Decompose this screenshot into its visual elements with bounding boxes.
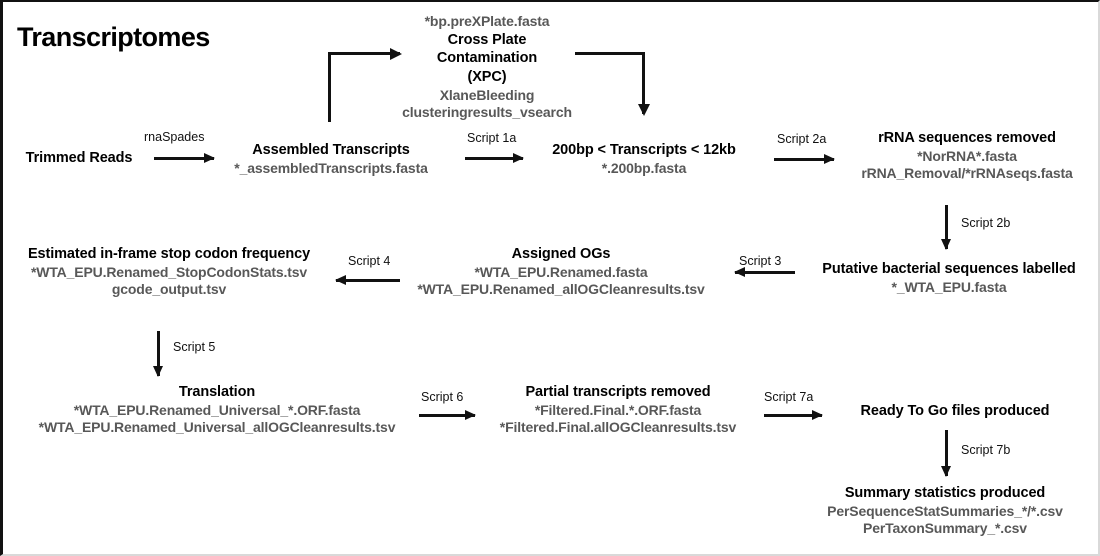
node-assigned-ogs: Assigned OGs *WTA_EPU.Renamed.fasta *WTA… (399, 245, 723, 299)
connector-xpc-to-size-stem (575, 52, 645, 55)
edge-label-script-1a: Script 1a (467, 131, 517, 145)
arrow-rrna-to-bacterial (945, 205, 948, 249)
node-trimmed-reads-title: Trimmed Reads (25, 150, 133, 166)
node-xpc-title-line-3: (XPC) (467, 69, 507, 85)
node-bacterial-labelled: Putative bacterial sequences labelled *_… (803, 260, 1095, 296)
node-translation-file-0: *WTA_EPU.Renamed_Universal_*.ORF.fasta (73, 401, 361, 418)
arrow-stop-codon-to-translation (157, 331, 160, 376)
edge-label-script-2b: Script 2b (961, 216, 1011, 230)
arrow-bacterial-to-assigned-ogs (735, 271, 795, 274)
node-xpc-file-1: clusteringresults_vsearch (402, 104, 572, 121)
node-assigned-ogs-title: Assigned OGs (511, 246, 611, 262)
node-partial-transcripts-removed-title: Partial transcripts removed (525, 384, 711, 400)
node-translation-title: Translation (178, 384, 256, 400)
node-ready-to-go: Ready To Go files produced (829, 402, 1081, 421)
arrow-size-filter-to-rrna (774, 158, 834, 161)
node-assigned-ogs-file-1: *WTA_EPU.Renamed_allOGCleanresults.tsv (417, 281, 705, 298)
connector-assembled-to-xpc-arrow (328, 52, 400, 55)
node-summary-statistics-file-0: PerSequenceStatSummaries_*/*.csv (827, 502, 1063, 519)
node-stop-codon-frequency-file-1: gcode_output.tsv (111, 281, 227, 298)
node-translation-file-1: *WTA_EPU.Renamed_Universal_allOGCleanres… (38, 419, 396, 436)
arrow-assembled-to-size-filter (465, 157, 523, 160)
node-partial-transcripts-removed-file-1: *Filtered.Final.allOGCleanresults.tsv (499, 419, 737, 436)
arrow-trimmed-to-assembled (154, 157, 214, 160)
edge-label-script-2a: Script 2a (777, 132, 827, 146)
node-translation: Translation *WTA_EPU.Renamed_Universal_*… (5, 383, 429, 437)
node-bacterial-labelled-file-0: *_WTA_EPU.fasta (891, 278, 1007, 295)
node-bacterial-labelled-title: Putative bacterial sequences labelled (822, 261, 1076, 277)
node-stop-codon-frequency: Estimated in-frame stop codon frequency … (7, 245, 331, 299)
node-trimmed-reads: Trimmed Reads (11, 149, 147, 168)
node-rrna-removed-file-1: rRNA_Removal/*rRNAseqs.fasta (861, 165, 1073, 182)
edge-label-script-7b: Script 7b (961, 443, 1011, 457)
connector-assembled-to-xpc-stem (328, 54, 331, 122)
node-size-filter-file-0: *.200bp.fasta (601, 159, 687, 176)
node-assembled-transcripts-file-0: *_assembledTranscripts.fasta (234, 159, 428, 176)
node-summary-statistics-file-1: PerTaxonSummary_*.csv (863, 520, 1027, 537)
node-partial-transcripts-removed: Partial transcripts removed *Filtered.Fi… (473, 383, 763, 437)
edge-label-script-5: Script 5 (173, 340, 216, 354)
node-xpc-title-line-1: Cross Plate (447, 31, 527, 48)
node-assembled-transcripts-title: Assembled Transcripts (252, 142, 410, 158)
node-xpc-file-0: XlaneBleeding (439, 86, 535, 103)
node-summary-statistics: Summary statistics produced PerSequenceS… (803, 484, 1087, 538)
arrow-ready-to-summary (945, 430, 948, 476)
node-stop-codon-frequency-file-0: *WTA_EPU.Renamed_StopCodonStats.tsv (30, 263, 308, 280)
arrow-partial-removed-to-ready (764, 414, 822, 417)
connector-xpc-to-size-arrow (642, 52, 645, 114)
node-rrna-removed: rRNA sequences removed *NorRNA*.fasta rR… (839, 129, 1095, 183)
arrow-translation-to-partial-removed (419, 414, 475, 417)
node-xpc-title-line-2: Contamination (436, 50, 538, 67)
edge-label-script-7a: Script 7a (764, 390, 814, 404)
node-rrna-removed-title: rRNA sequences removed (878, 130, 1056, 146)
node-cross-plate-contamination: *bp.preXPlate.fasta Cross Plate Contamin… (392, 13, 582, 122)
edge-label-script-4: Script 4 (348, 254, 391, 268)
edge-label-rnaspades: rnaSpades (144, 130, 205, 144)
node-stop-codon-frequency-title: Estimated in-frame stop codon frequency (27, 246, 311, 262)
node-assembled-transcripts: Assembled Transcripts *_assembledTranscr… (217, 141, 445, 177)
node-ready-to-go-title: Ready To Go files produced (860, 403, 1050, 419)
edge-label-script-3: Script 3 (739, 254, 782, 268)
node-size-filter: 200bp < Transcripts < 12kb *.200bp.fasta (531, 141, 757, 177)
node-assigned-ogs-file-0: *WTA_EPU.Renamed.fasta (474, 263, 648, 280)
node-rrna-removed-file-0: *NorRNA*.fasta (917, 147, 1017, 164)
node-summary-statistics-title: Summary statistics produced (844, 485, 1046, 501)
node-xpc-file-pre: *bp.preXPlate.fasta (424, 13, 550, 29)
node-size-filter-title: 200bp < Transcripts < 12kb (552, 142, 736, 158)
page-title: Transcriptomes (17, 22, 210, 52)
edge-label-script-6: Script 6 (421, 390, 464, 404)
node-partial-transcripts-removed-file-0: *Filtered.Final.*.ORF.fasta (534, 401, 702, 418)
arrow-assigned-ogs-to-stop-codon (336, 279, 400, 282)
